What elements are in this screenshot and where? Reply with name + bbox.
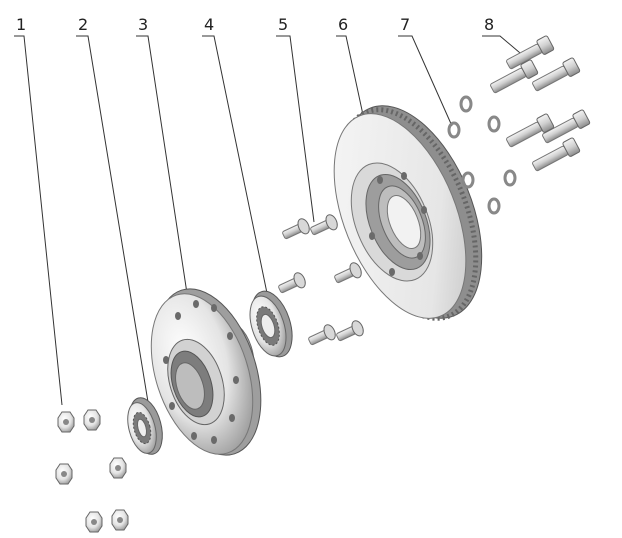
leader-line-4 bbox=[202, 35, 269, 299]
leader-line-3 bbox=[136, 35, 189, 301]
wheel-hub bbox=[150, 288, 262, 456]
wheel-studs bbox=[278, 214, 364, 346]
callout-numbers: 1 2 3 4 5 6 7 8 bbox=[16, 15, 494, 34]
inner-bearing bbox=[127, 397, 163, 455]
leader-line-6 bbox=[336, 35, 369, 139]
callout-3: 3 bbox=[138, 15, 148, 34]
callout-6: 6 bbox=[338, 15, 348, 34]
callout-5: 5 bbox=[278, 15, 288, 34]
callout-7: 7 bbox=[400, 15, 410, 34]
callout-2: 2 bbox=[78, 15, 88, 34]
leader-line-1 bbox=[14, 35, 63, 406]
callout-8: 8 bbox=[484, 15, 494, 34]
leader-line-5 bbox=[276, 35, 315, 223]
leader-line-8 bbox=[482, 35, 527, 59]
brake-disc bbox=[333, 105, 483, 321]
leader-lines bbox=[14, 35, 527, 406]
washers bbox=[447, 95, 517, 215]
outer-bearing bbox=[249, 290, 293, 358]
leader-line-7 bbox=[398, 35, 453, 127]
leader-line-2 bbox=[76, 35, 149, 403]
callout-4: 4 bbox=[204, 15, 214, 34]
wheel-nuts bbox=[55, 409, 129, 533]
bolts bbox=[490, 35, 591, 172]
callout-1: 1 bbox=[16, 15, 26, 34]
